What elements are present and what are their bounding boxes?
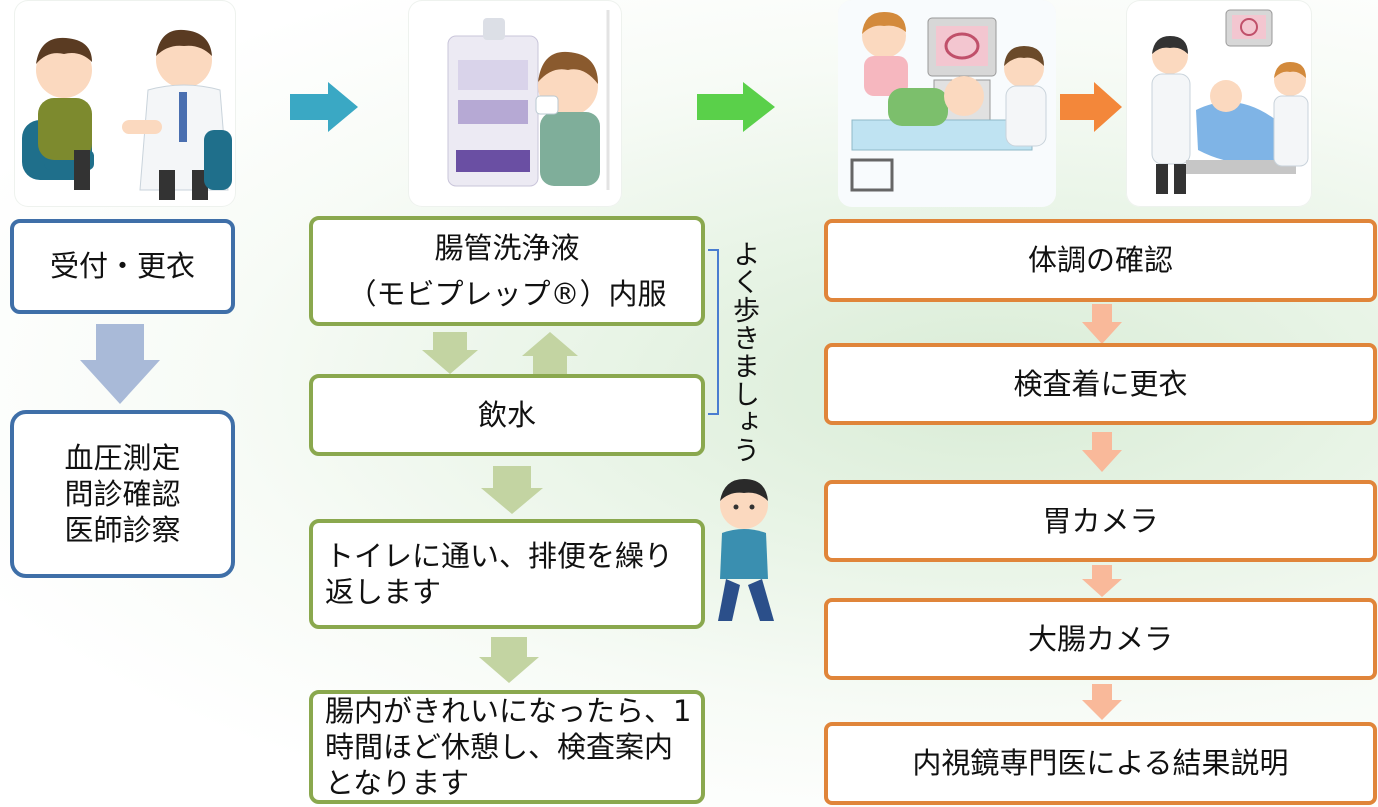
arrow-right-green-icon	[697, 82, 775, 132]
step-prep-drink-line-2: （モビプレップ®）内服	[347, 277, 667, 311]
arrow-down-peach-icon-4	[1082, 684, 1122, 720]
arrow-down-steel-icon	[80, 324, 160, 404]
step-gastroscopy-label: 胃カメラ	[1042, 503, 1159, 538]
step-examination-line-3: 医師診察	[64, 513, 181, 548]
step-examination-line-2: 問診確認	[64, 476, 181, 511]
arrow-up-sage-icon	[522, 332, 578, 374]
arrow-down-sage-icon	[422, 332, 478, 374]
step-condition-check-label: 体調の確認	[1027, 243, 1173, 278]
step-change-gown-label: 検査着に更衣	[1013, 366, 1188, 401]
consultation-illustration	[14, 0, 236, 207]
step-change-gown-box: 検査着に更衣	[824, 343, 1377, 425]
step-toilet-label: トイレに通い、排便を繰り返します	[325, 538, 674, 609]
endoscopy-exam-illustration	[838, 0, 1056, 207]
drink-prep-illustration	[408, 0, 622, 207]
arrow-down-peach-icon-1	[1082, 304, 1122, 344]
arrow-down-peach-icon-2	[1082, 432, 1122, 472]
step-prep-drink-box: 腸管洗浄液 （モビプレップ®）内服	[309, 216, 705, 326]
step-reception-box: 受付・更衣	[10, 219, 235, 314]
step-result-explanation-label: 内視鏡専門医による結果説明	[912, 746, 1289, 781]
step-clean-label: 腸内がきれいになったら、1時間ほど休憩し、検査案内となります	[325, 693, 692, 801]
bracket-icon	[708, 249, 719, 415]
step-examination-box: 血圧測定 問診確認 医師診察	[10, 410, 235, 578]
step-toilet-box: トイレに通い、排便を繰り返します	[309, 519, 705, 629]
step-colonoscopy-box: 大腸カメラ	[824, 598, 1377, 680]
arrow-down-sage-icon-3	[479, 637, 539, 683]
arrow-right-orange-icon	[1060, 82, 1122, 132]
step-gastroscopy-box: 胃カメラ	[824, 480, 1377, 562]
step-water-box: 飲水	[309, 374, 705, 456]
step-result-explanation-box: 内視鏡専門医による結果説明	[824, 722, 1377, 805]
walking-person-illustration	[718, 479, 774, 621]
step-water-label: 飲水	[477, 397, 536, 432]
step-clean-box: 腸内がきれいになったら、1時間ほど休憩し、検査案内となります	[309, 690, 705, 804]
arrow-down-sage-icon-2	[481, 466, 543, 514]
step-prep-drink-line-1: 腸管洗浄液	[434, 230, 580, 265]
arrow-right-teal-icon	[290, 82, 358, 132]
step-condition-check-box: 体調の確認	[824, 219, 1377, 302]
step-reception-label: 受付・更衣	[49, 249, 195, 284]
arrow-down-peach-icon-3	[1082, 565, 1122, 597]
step-examination-line-1: 血圧測定	[64, 440, 181, 475]
walk-note-label: よく歩きましょう	[728, 240, 759, 464]
colonoscopy-exam-illustration	[1126, 0, 1312, 207]
step-colonoscopy-label: 大腸カメラ	[1027, 621, 1173, 656]
